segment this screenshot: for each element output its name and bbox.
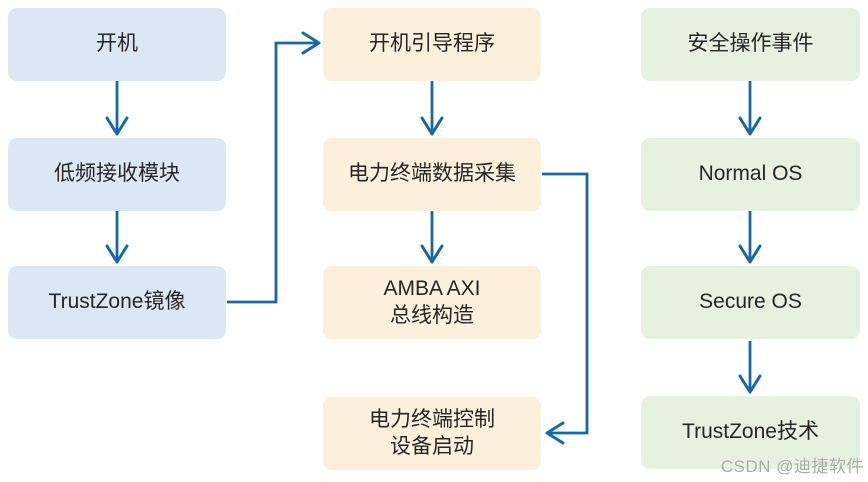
node-label: Normal OS bbox=[698, 162, 803, 186]
node-normal-os: Normal OS bbox=[641, 138, 860, 211]
node-amba-axi-bus-structure: AMBA AXI 总线构造 bbox=[323, 266, 541, 339]
node-security-operation-event: 安全操作事件 bbox=[641, 8, 860, 81]
node-label: 开机 bbox=[96, 32, 138, 56]
node-label-line-1: 电力终端控制 bbox=[369, 408, 495, 432]
node-label-line-1: AMBA AXI bbox=[383, 277, 481, 301]
arrow-trustzone-image-to-boot-loader bbox=[227, 31, 321, 304]
node-label: TrustZone技术 bbox=[682, 420, 819, 444]
node-power-on: 开机 bbox=[8, 8, 226, 81]
node-boot-loader: 开机引导程序 bbox=[323, 8, 541, 81]
node-power-terminal-control-device-startup: 电力终端控制 设备启动 bbox=[323, 397, 541, 470]
node-trustzone-technology: TrustZone技术 bbox=[641, 396, 860, 469]
node-label: Secure OS bbox=[699, 290, 802, 314]
watermark: CSDN @迪捷软件 bbox=[721, 452, 864, 477]
node-label: 电力终端数据采集 bbox=[348, 162, 516, 186]
node-label-line-2: 总线构造 bbox=[390, 303, 474, 327]
node-label: 低频接收模块 bbox=[54, 162, 180, 186]
watermark-text: CSDN @迪捷软件 bbox=[720, 457, 864, 476]
node-label: 开机引导程序 bbox=[369, 32, 495, 56]
node-label: 安全操作事件 bbox=[687, 32, 814, 56]
node-power-terminal-data-collection: 电力终端数据采集 bbox=[323, 138, 541, 211]
node-low-frequency-receiver-module: 低频接收模块 bbox=[8, 138, 226, 211]
node-label-line-2: 设备启动 bbox=[390, 434, 474, 458]
arrow-data-collection-to-device-startup bbox=[542, 172, 589, 445]
node-label: TrustZone镜像 bbox=[48, 290, 186, 314]
node-trustzone-image: TrustZone镜像 bbox=[8, 266, 226, 339]
node-secure-os: Secure OS bbox=[641, 266, 860, 339]
